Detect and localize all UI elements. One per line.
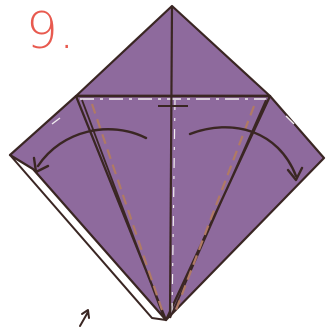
small-up-arrow-icon <box>80 310 89 326</box>
